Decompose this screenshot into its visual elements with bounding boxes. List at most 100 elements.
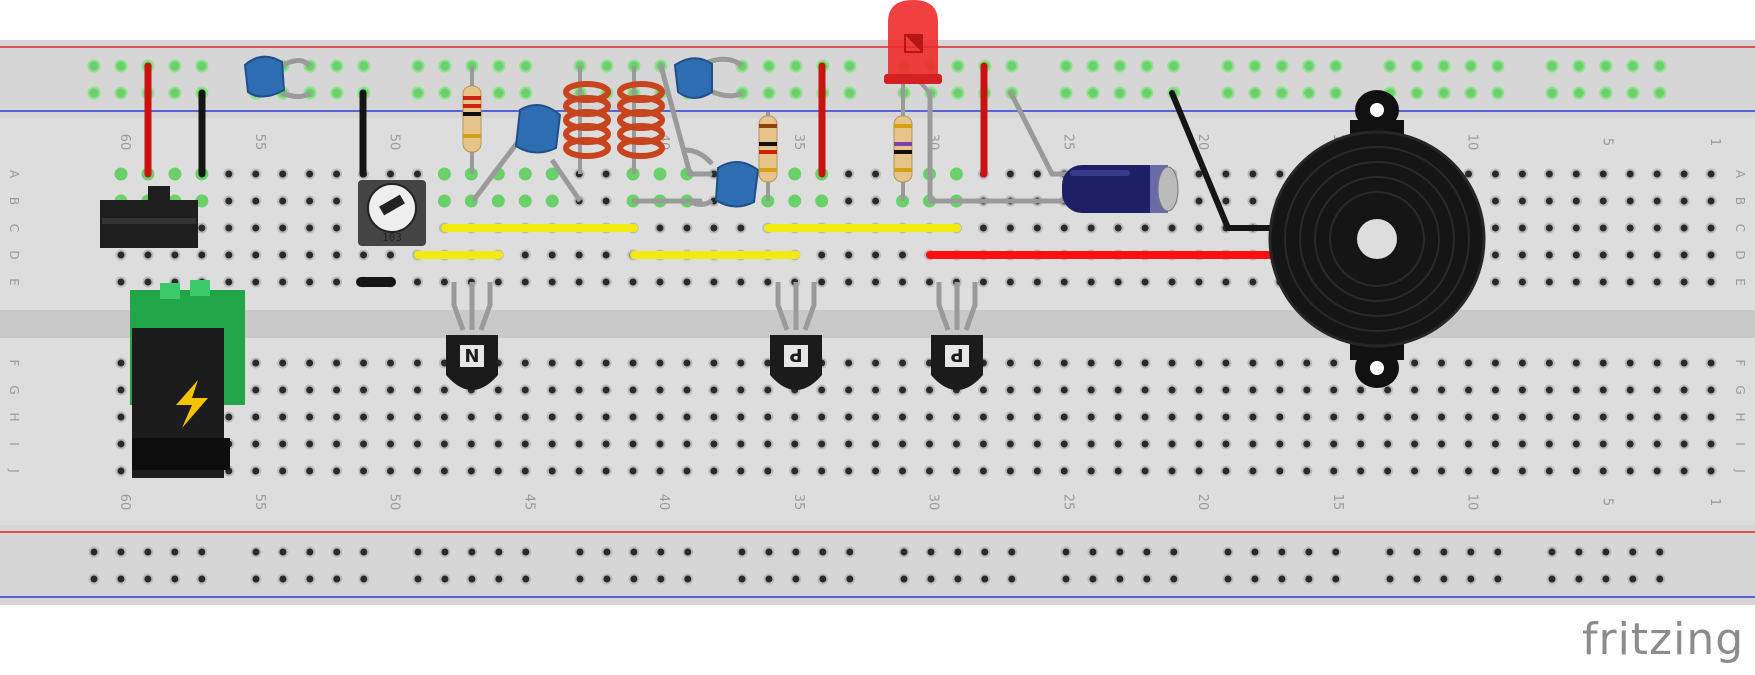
inductor (563, 66, 611, 174)
rail-hole (817, 546, 829, 558)
breadboard-hole (708, 465, 720, 477)
rail-hole (574, 546, 586, 558)
breadboard-hole (1516, 195, 1528, 207)
breadboard-hole (1247, 168, 1259, 180)
breadboard-hole (1543, 276, 1555, 288)
breadboard-hole (1031, 357, 1043, 369)
ceramic-capacitor (673, 56, 744, 99)
rail-hole (114, 59, 128, 73)
rail-hole (142, 546, 154, 558)
breadboard-hole (1678, 168, 1690, 180)
breadboard-hole (1651, 465, 1663, 477)
breadboard-hole (385, 168, 396, 180)
breadboard-hole (1436, 465, 1448, 477)
breadboard-hole (331, 168, 343, 180)
rail-hole (574, 573, 586, 585)
breadboard-hole (1301, 465, 1313, 477)
breadboard-hole (168, 167, 182, 181)
rail-hole (925, 573, 937, 585)
breadboard-hole (843, 411, 855, 423)
breadboard-hole (1328, 465, 1340, 477)
breadboard-hole (277, 465, 289, 477)
breadboard-hole (1328, 357, 1340, 369)
breadboard-hole (1004, 411, 1016, 423)
breadboard-hole (1220, 411, 1232, 423)
rail-hole (682, 573, 694, 585)
breadboard-hole (385, 249, 396, 261)
column-label: 25 (1060, 494, 1075, 511)
breadboard-hole (1516, 438, 1528, 450)
breadboard-hole (1058, 465, 1070, 477)
breadboard-hole (654, 465, 666, 477)
breadboard-hole (1651, 222, 1663, 234)
breadboard-hole (1220, 168, 1232, 180)
row-label: B (7, 197, 21, 205)
breadboard-hole (1355, 411, 1367, 423)
wire-grey (927, 90, 1093, 204)
inductor (617, 66, 665, 174)
breadboard-hole (1463, 384, 1474, 396)
rail-hole (331, 573, 343, 585)
capacitor-icon (1062, 165, 1179, 213)
breadboard-hole (142, 249, 154, 261)
breadboard-hole (1004, 276, 1016, 288)
breadboard-hole (1543, 438, 1555, 450)
rail-hole (412, 573, 424, 585)
rail-hole (1573, 573, 1585, 585)
column-label: 15 (1330, 494, 1345, 511)
rail-hole (1221, 86, 1235, 100)
rail-hole (519, 59, 533, 73)
breadboard-hole (1193, 195, 1205, 207)
breadboard-hole (708, 384, 720, 396)
breadboard-hole (1705, 384, 1717, 396)
breadboard-hole (1166, 222, 1178, 234)
breadboard-hole (1355, 465, 1367, 477)
breadboard-hole (519, 357, 531, 369)
breadboard-hole (1193, 384, 1205, 396)
rail-hole (493, 546, 505, 558)
rail-hole (1113, 86, 1127, 100)
rail-hole (1087, 573, 1099, 585)
breadboard-hole (1570, 168, 1582, 180)
breadboard-hole (1112, 222, 1124, 234)
column-label: 60 (117, 134, 132, 151)
rail-hole (1141, 573, 1153, 585)
row-label: F (7, 360, 21, 367)
breadboard-hole (519, 249, 531, 261)
breadboard-hole (115, 249, 127, 261)
breadboard-hole (870, 195, 882, 207)
breadboard-hole (924, 384, 935, 396)
rail-hole (519, 86, 533, 100)
breadboard-hole (600, 438, 612, 450)
breadboard-hole (1597, 384, 1609, 396)
column-label: 10 (1465, 494, 1480, 511)
breadboard-hole (708, 222, 720, 234)
breadboard-hole (1597, 411, 1609, 423)
breadboard-hole (491, 194, 505, 208)
breadboard-hole (1301, 357, 1313, 369)
breadboard-hole (1139, 222, 1151, 234)
breadboard-hole (1004, 222, 1016, 234)
column-label: 1 (1707, 498, 1722, 506)
rail-hole (951, 59, 965, 73)
breadboard-hole (1004, 465, 1016, 477)
breadboard-hole (1004, 438, 1016, 450)
breadboard-hole (762, 465, 774, 477)
breadboard-hole (1112, 411, 1124, 423)
rail-hole (1438, 546, 1450, 558)
breadboard-hole (573, 276, 585, 288)
breadboard-hole (169, 249, 181, 261)
breadboard-hole (1705, 357, 1717, 369)
breadboard-hole (115, 276, 127, 288)
breadboard-hole (897, 276, 909, 288)
breadboard-hole (1597, 249, 1609, 261)
breadboard-hole (1220, 276, 1232, 288)
breadboard-hole (870, 357, 882, 369)
breadboard-hole (223, 249, 235, 261)
rail-hole (1114, 573, 1126, 585)
rail-hole (1599, 59, 1613, 73)
breadboard-hole (681, 357, 693, 369)
rail-hole (762, 59, 776, 73)
breadboard-hole (1436, 357, 1448, 369)
